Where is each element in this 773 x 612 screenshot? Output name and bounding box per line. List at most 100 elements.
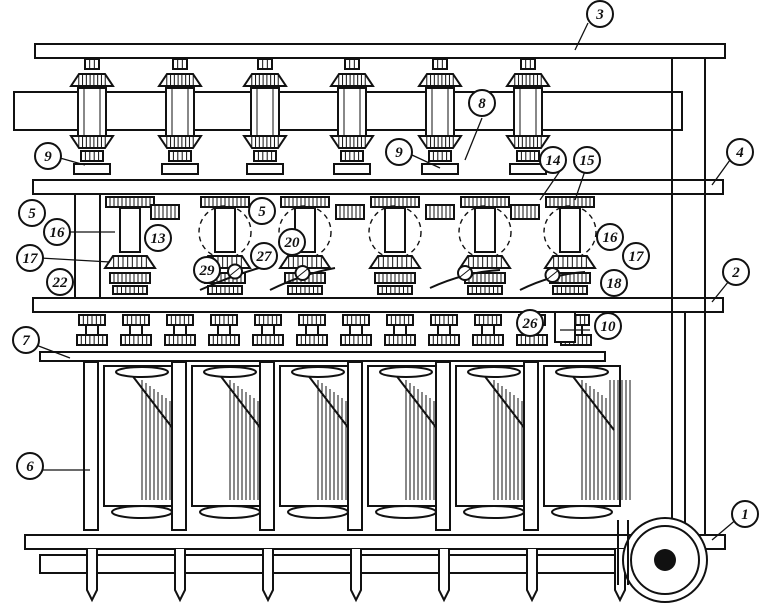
lower-gear (428, 314, 460, 346)
side-gear (335, 204, 365, 220)
callout-10: 10 (594, 312, 622, 340)
callout-label: 27 (256, 249, 273, 265)
callout-9: 9 (385, 138, 413, 166)
callout-label: 16 (603, 230, 619, 246)
middle-gear-assembly (543, 196, 597, 295)
side-gear (510, 204, 540, 220)
lower-gear (76, 314, 108, 346)
callout-5: 5 (18, 199, 46, 227)
stepped-drum (83, 361, 181, 531)
callout-16: 16 (596, 223, 624, 251)
pin (438, 549, 450, 603)
callout-18: 18 (600, 269, 628, 297)
callout-label: 1 (741, 507, 749, 523)
lower-gear (472, 314, 504, 346)
callout-6: 6 (16, 452, 44, 480)
callout-label: 5 (28, 206, 36, 222)
callout-label: 6 (26, 459, 34, 475)
middle-gear-assembly (368, 196, 422, 295)
callout-17: 17 (16, 244, 44, 272)
upper-gear-stack (157, 58, 203, 175)
callout-label: 9 (395, 145, 403, 161)
pin (526, 549, 538, 603)
callout-2: 2 (722, 258, 750, 286)
callout-13: 13 (144, 224, 172, 252)
callout-label: 15 (580, 153, 596, 169)
callout-4: 4 (726, 138, 754, 166)
upper-gear-stack (69, 58, 115, 175)
lever (519, 267, 586, 291)
pin (350, 549, 362, 603)
pin (262, 549, 274, 603)
callout-20: 20 (278, 228, 306, 256)
pin (86, 549, 98, 603)
lower-gear (384, 314, 416, 346)
upper-gear-stack (417, 58, 463, 175)
callout-label: 17 (629, 249, 645, 265)
callout-label: 7 (22, 333, 30, 349)
middle-gear-assembly (458, 196, 512, 295)
callout-16: 16 (43, 218, 71, 246)
side-gear (425, 204, 455, 220)
side-gear (150, 204, 180, 220)
callout-26: 26 (516, 309, 544, 337)
callout-14: 14 (539, 146, 567, 174)
callout-label: 2 (731, 265, 740, 281)
lower-plate (32, 297, 724, 313)
callout-label: 9 (44, 149, 52, 165)
callout-label: 16 (50, 225, 66, 241)
bottom-plate (24, 534, 726, 550)
rack-plate (39, 351, 606, 362)
middle-gear-assembly (103, 196, 157, 295)
bottom-pins (86, 549, 626, 603)
middle-plate (32, 179, 724, 195)
callout-label: 18 (607, 276, 623, 292)
callout-label: 8 (478, 96, 486, 112)
callout-5: 5 (248, 197, 276, 225)
callout-label: 10 (601, 319, 617, 335)
callout-8: 8 (468, 89, 496, 117)
callout-3: 3 (586, 0, 614, 28)
callout-label: 13 (151, 231, 167, 247)
lever (269, 265, 336, 291)
upper-gear-stacks (69, 58, 551, 175)
lever (429, 265, 501, 289)
pin (174, 549, 186, 603)
lower-gear (340, 314, 372, 346)
callout-label: 14 (546, 153, 562, 169)
stepped-drum (259, 361, 357, 531)
middle-gear-assemblies (103, 196, 597, 295)
callout-17: 17 (622, 242, 650, 270)
callout-9: 9 (34, 142, 62, 170)
callout-27: 27 (250, 242, 278, 270)
top-plate (34, 43, 726, 59)
lower-gear (208, 314, 240, 346)
lower-gear (120, 314, 152, 346)
callout-15: 15 (573, 146, 601, 174)
callout-label: 29 (199, 263, 216, 279)
stepped-drum (171, 361, 269, 531)
callout-label: 26 (522, 316, 539, 332)
callout-label: 17 (23, 251, 39, 267)
callout-7: 7 (12, 326, 40, 354)
lower-gear (164, 314, 196, 346)
lower-gear-row (76, 311, 592, 346)
crank-wheel (617, 517, 708, 603)
callout-22: 22 (46, 268, 74, 296)
stepped-drum (347, 361, 445, 531)
stepped-drums (83, 361, 631, 531)
callout-label: 22 (52, 275, 69, 291)
callout-label: 4 (735, 145, 744, 161)
callout-label: 3 (595, 7, 604, 23)
callout-1: 1 (731, 500, 759, 528)
stepped-drum (523, 361, 621, 531)
upper-gear-stack (505, 58, 551, 175)
callout-29: 29 (193, 256, 221, 284)
bottom-shaft (39, 554, 631, 574)
lower-gear (252, 314, 284, 346)
callout-label: 5 (258, 204, 266, 220)
upper-gear-stack (242, 58, 288, 175)
callout-label: 20 (284, 235, 301, 251)
stepped-drum (435, 361, 533, 531)
